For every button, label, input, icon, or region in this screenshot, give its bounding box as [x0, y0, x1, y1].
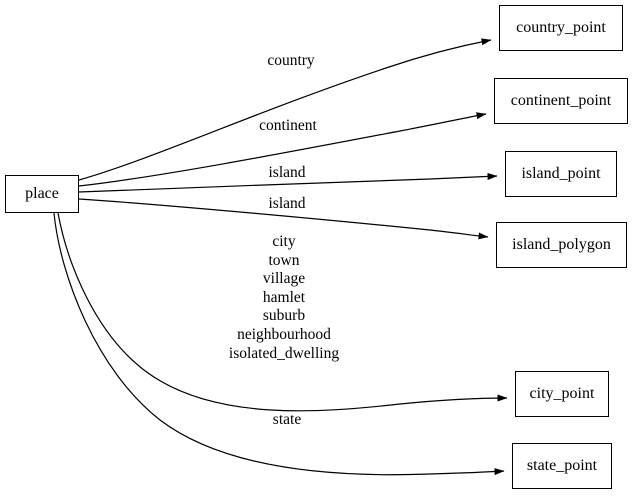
edge-place-island-polygon: [78, 198, 489, 240]
edge-label-city-line-4: hamlet: [262, 288, 306, 306]
edge-place-city-point: [57, 212, 508, 412]
edge-label-country: country: [267, 52, 315, 69]
edge-label-city-line-2: town: [268, 251, 300, 269]
edge-label-city-line-7: isolated_dwelling: [228, 344, 340, 362]
node-city-point[interactable]: city_point: [515, 371, 609, 417]
node-place[interactable]: place: [5, 175, 79, 213]
edge-label-continent: continent: [259, 117, 317, 134]
node-island-polygon-label: island_polygon: [512, 236, 611, 253]
node-state-point-label: state_point: [526, 457, 598, 474]
node-island-point[interactable]: island_point: [505, 151, 617, 197]
node-continent-point[interactable]: continent_point: [494, 78, 628, 124]
edge-label-island-polygon: island: [268, 195, 306, 212]
edge-place-continent-point: [78, 112, 487, 187]
node-city-point-label: city_point: [529, 385, 595, 402]
edge-place-state-point: [53, 212, 505, 476]
edge-label-state: state: [272, 411, 302, 428]
node-country-point[interactable]: country_point: [499, 5, 623, 51]
node-island-polygon[interactable]: island_polygon: [496, 222, 627, 268]
edge-label-city-line-5: suburb: [262, 307, 306, 325]
edge-label-island-point: island: [268, 164, 306, 181]
node-continent-point-label: continent_point: [510, 92, 612, 109]
edge-label-city-line-1: city: [272, 233, 296, 250]
node-country-point-label: country_point: [516, 19, 606, 36]
edge-label-city-line-3: village: [262, 270, 306, 288]
edge-label-city-point: city town village hamlet suburb neighbou…: [229, 233, 339, 363]
node-place-label: place: [25, 185, 59, 202]
edge-place-island-point: [78, 172, 498, 193]
edge-label-city-line-6: neighbourhood: [237, 325, 331, 343]
node-island-point-label: island_point: [521, 165, 601, 182]
edge-place-country-point: [78, 38, 492, 181]
node-state-point[interactable]: state_point: [512, 443, 612, 489]
